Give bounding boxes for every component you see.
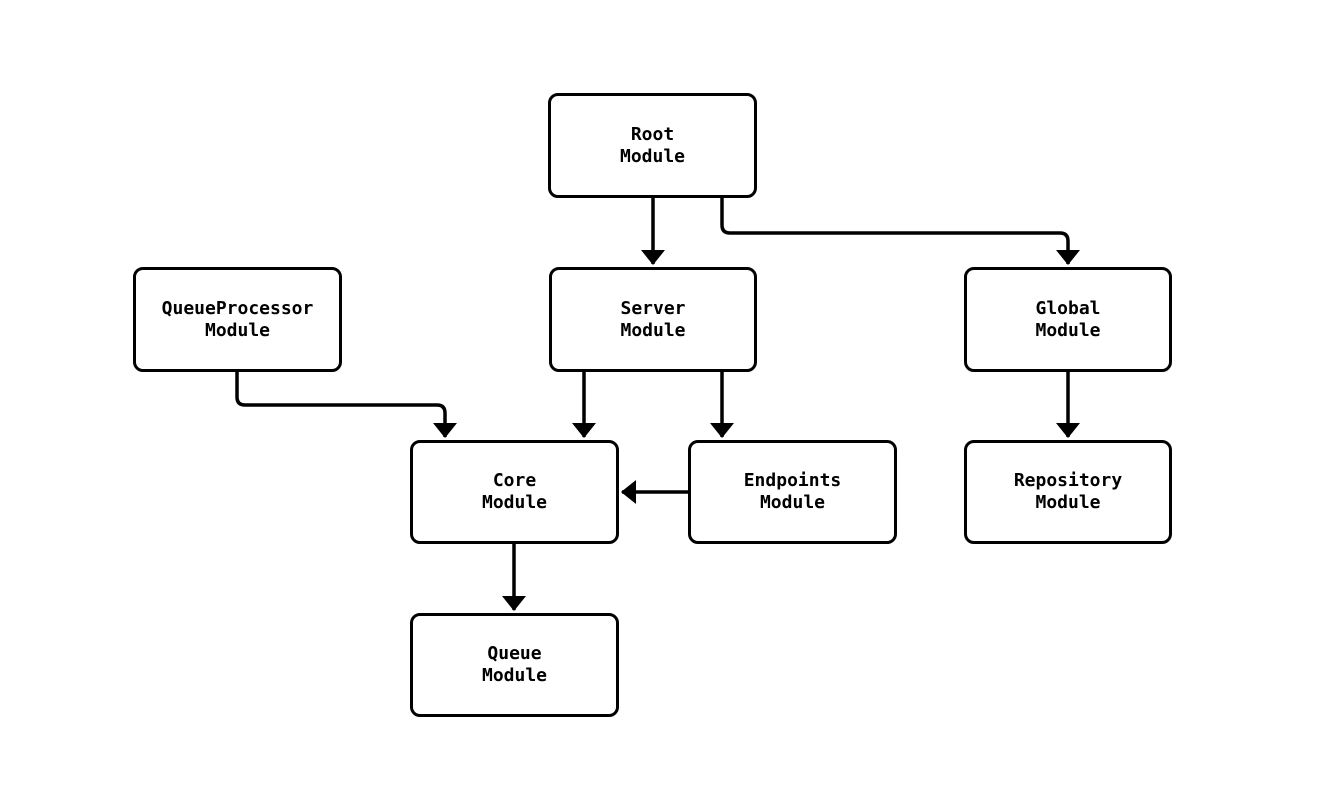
node-root-module[interactable]: Root Module [548,93,757,198]
edge-root-to-global [720,198,1080,265]
node-server-module[interactable]: Server Module [549,267,757,372]
node-queue-module[interactable]: Queue Module [410,613,619,717]
node-endpoints-module[interactable]: Endpoints Module [688,440,897,544]
node-queueprocessor-module[interactable]: QueueProcessor Module [133,267,342,372]
node-repository-module[interactable]: Repository Module [964,440,1172,544]
node-core-module[interactable]: Core Module [410,440,619,544]
node-global-module[interactable]: Global Module [964,267,1172,372]
edge-queueprocessor-to-core [235,371,457,438]
